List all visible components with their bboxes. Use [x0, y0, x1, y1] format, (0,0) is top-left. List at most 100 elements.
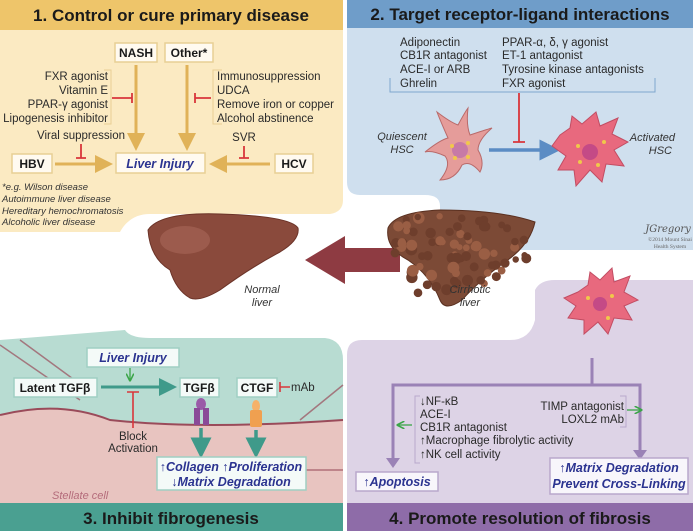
liver-nodule	[402, 221, 411, 230]
list-item: Ghrelin	[400, 78, 437, 90]
inhibit-icon	[279, 382, 290, 392]
panel3-title: 3. Inhibit fibrogenesis	[83, 509, 259, 528]
activated-hsc-cell	[551, 111, 630, 188]
outcome-line: ↓Matrix Degradation	[171, 475, 291, 489]
ctgf-box	[236, 377, 278, 398]
other-treatments: Immunosuppression UDCA Remove iron or co…	[217, 71, 334, 125]
list-item: Remove iron or copper	[217, 99, 334, 111]
liver-nodule	[461, 274, 474, 286]
artist-signature: JGregory	[643, 224, 691, 235]
panel4-header	[347, 503, 693, 531]
liver-nodule	[453, 222, 462, 231]
list-item: Immunosuppression	[217, 71, 321, 83]
inhibit-icon	[194, 93, 211, 103]
block-activation-label: Block	[119, 431, 147, 443]
activated-label: HSC	[649, 145, 672, 157]
liver-nodule	[491, 272, 501, 282]
quiescent-hsc-cell	[424, 106, 493, 181]
matrix-line: Prevent Cross-Linking	[552, 477, 686, 491]
inhibit-icon	[127, 391, 139, 428]
panel-promote-resolution: ↓NF-κB ACE-I CB1R antagonist ↑Macrophage…	[347, 266, 693, 531]
panel3-header	[0, 503, 343, 531]
liver-nodule	[435, 236, 445, 246]
liver-nodule	[445, 227, 454, 237]
liver-nodule	[476, 276, 486, 285]
reversal-arrow	[305, 236, 400, 284]
panel2-title: 2. Target receptor-ligand interactions	[370, 5, 669, 24]
matrix-treatments: TIMP antagonist LOXL2 mAb	[540, 401, 624, 426]
matrix-degradation-box	[549, 457, 689, 495]
list-item: ↑NK cell activity	[420, 449, 501, 461]
copyright: ©2014 Mount Sinai	[648, 236, 692, 243]
liver-nodule	[447, 261, 460, 274]
footnote-line: Autoimmune liver disease	[1, 194, 111, 205]
list-item: LOXL2 mAb	[561, 414, 624, 426]
tgfb-receptor	[194, 398, 209, 425]
activated-hsc-cell	[562, 266, 640, 336]
ctgf-receptor	[250, 400, 262, 427]
resolution-pathways	[391, 358, 642, 460]
liver-nodule	[487, 261, 496, 269]
liver-nodule	[423, 251, 433, 261]
liver-nodule	[457, 214, 466, 223]
liver-nodule	[449, 239, 459, 249]
liver-nodule	[422, 280, 432, 290]
inhibit-icon	[239, 146, 249, 159]
ligand-list-left: Adiponectin CB1R antagonist ACE-I or ARB…	[400, 37, 488, 90]
other-box	[164, 42, 214, 63]
liver-nodule	[511, 237, 519, 246]
liver-nodule	[431, 281, 442, 292]
list-item: FXR agonist	[502, 78, 566, 90]
liver-nodule	[428, 238, 437, 247]
mab-label: mAb	[291, 382, 315, 394]
panel4-title: 4. Promote resolution of fibrosis	[389, 509, 651, 528]
liver-nodule	[441, 284, 453, 296]
outcome-line: ↑Collagen ↑Proliferation	[160, 460, 303, 474]
footnote-line: Alcoholic liver disease	[1, 217, 95, 228]
activated-label: Activated	[629, 132, 676, 144]
panel-target-receptor-ligand: 2. Target receptor-ligand interactions A…	[347, 0, 693, 250]
liver-nodule	[471, 240, 482, 252]
liver-nodule	[512, 256, 519, 263]
apoptosis-box	[355, 471, 439, 492]
footnote-line: Hereditary hemochromatosis	[2, 206, 124, 217]
liver-nodule	[475, 218, 482, 226]
footnote: *e.g. Wilson disease Autoimmune liver di…	[1, 182, 124, 228]
ctgf-label: CTGF	[241, 381, 274, 395]
list-item: CB1R antagonist	[400, 50, 488, 62]
panel-control-primary-disease: 1. Control or cure primary disease NASH …	[0, 0, 343, 232]
latent-tgfb-label: Latent TGFβ	[20, 381, 91, 395]
liver-nodule	[425, 269, 438, 281]
nash-label: NASH	[119, 46, 153, 60]
liver-nodule	[406, 239, 418, 251]
normal-liver-label: liver	[252, 297, 274, 309]
liver-nodule	[406, 264, 419, 277]
normal-liver-label: Normal	[244, 284, 280, 296]
liver-injury-box	[86, 347, 180, 368]
panel2-header	[347, 0, 693, 28]
cirrhotic-liver-illustration	[387, 209, 536, 307]
list-item: FXR agonist	[45, 71, 109, 83]
liver-nodule	[519, 235, 529, 245]
liver-nodule	[510, 242, 520, 252]
list-item: TIMP antagonist	[540, 401, 624, 413]
liver-nodule	[425, 227, 436, 239]
list-item: ↑Macrophage fibrolytic activity	[420, 435, 574, 447]
quiescent-label: HSC	[390, 144, 413, 156]
list-item: ↓NF-κB	[420, 396, 459, 408]
list-item: CB1R antagonist	[420, 422, 508, 434]
panel1-title: 1. Control or cure primary disease	[33, 6, 309, 25]
liver-nodule	[397, 238, 406, 247]
liver-nodule	[497, 266, 506, 275]
liver-injury-box	[115, 152, 206, 174]
liver-nodule	[461, 251, 472, 262]
liver-nodule	[469, 262, 479, 272]
matrix-line: ↑Matrix Degradation	[559, 461, 679, 475]
list-item: Lipogenesis inhibitor	[3, 113, 108, 125]
normal-liver-illustration	[147, 213, 299, 300]
panel-inhibit-fibrogenesis: Stellate cell Liver Injury Latent TGFβ B…	[0, 330, 344, 531]
list-item: Tyrosine kinase antagonists	[502, 64, 644, 76]
liver-nodule	[414, 213, 422, 221]
